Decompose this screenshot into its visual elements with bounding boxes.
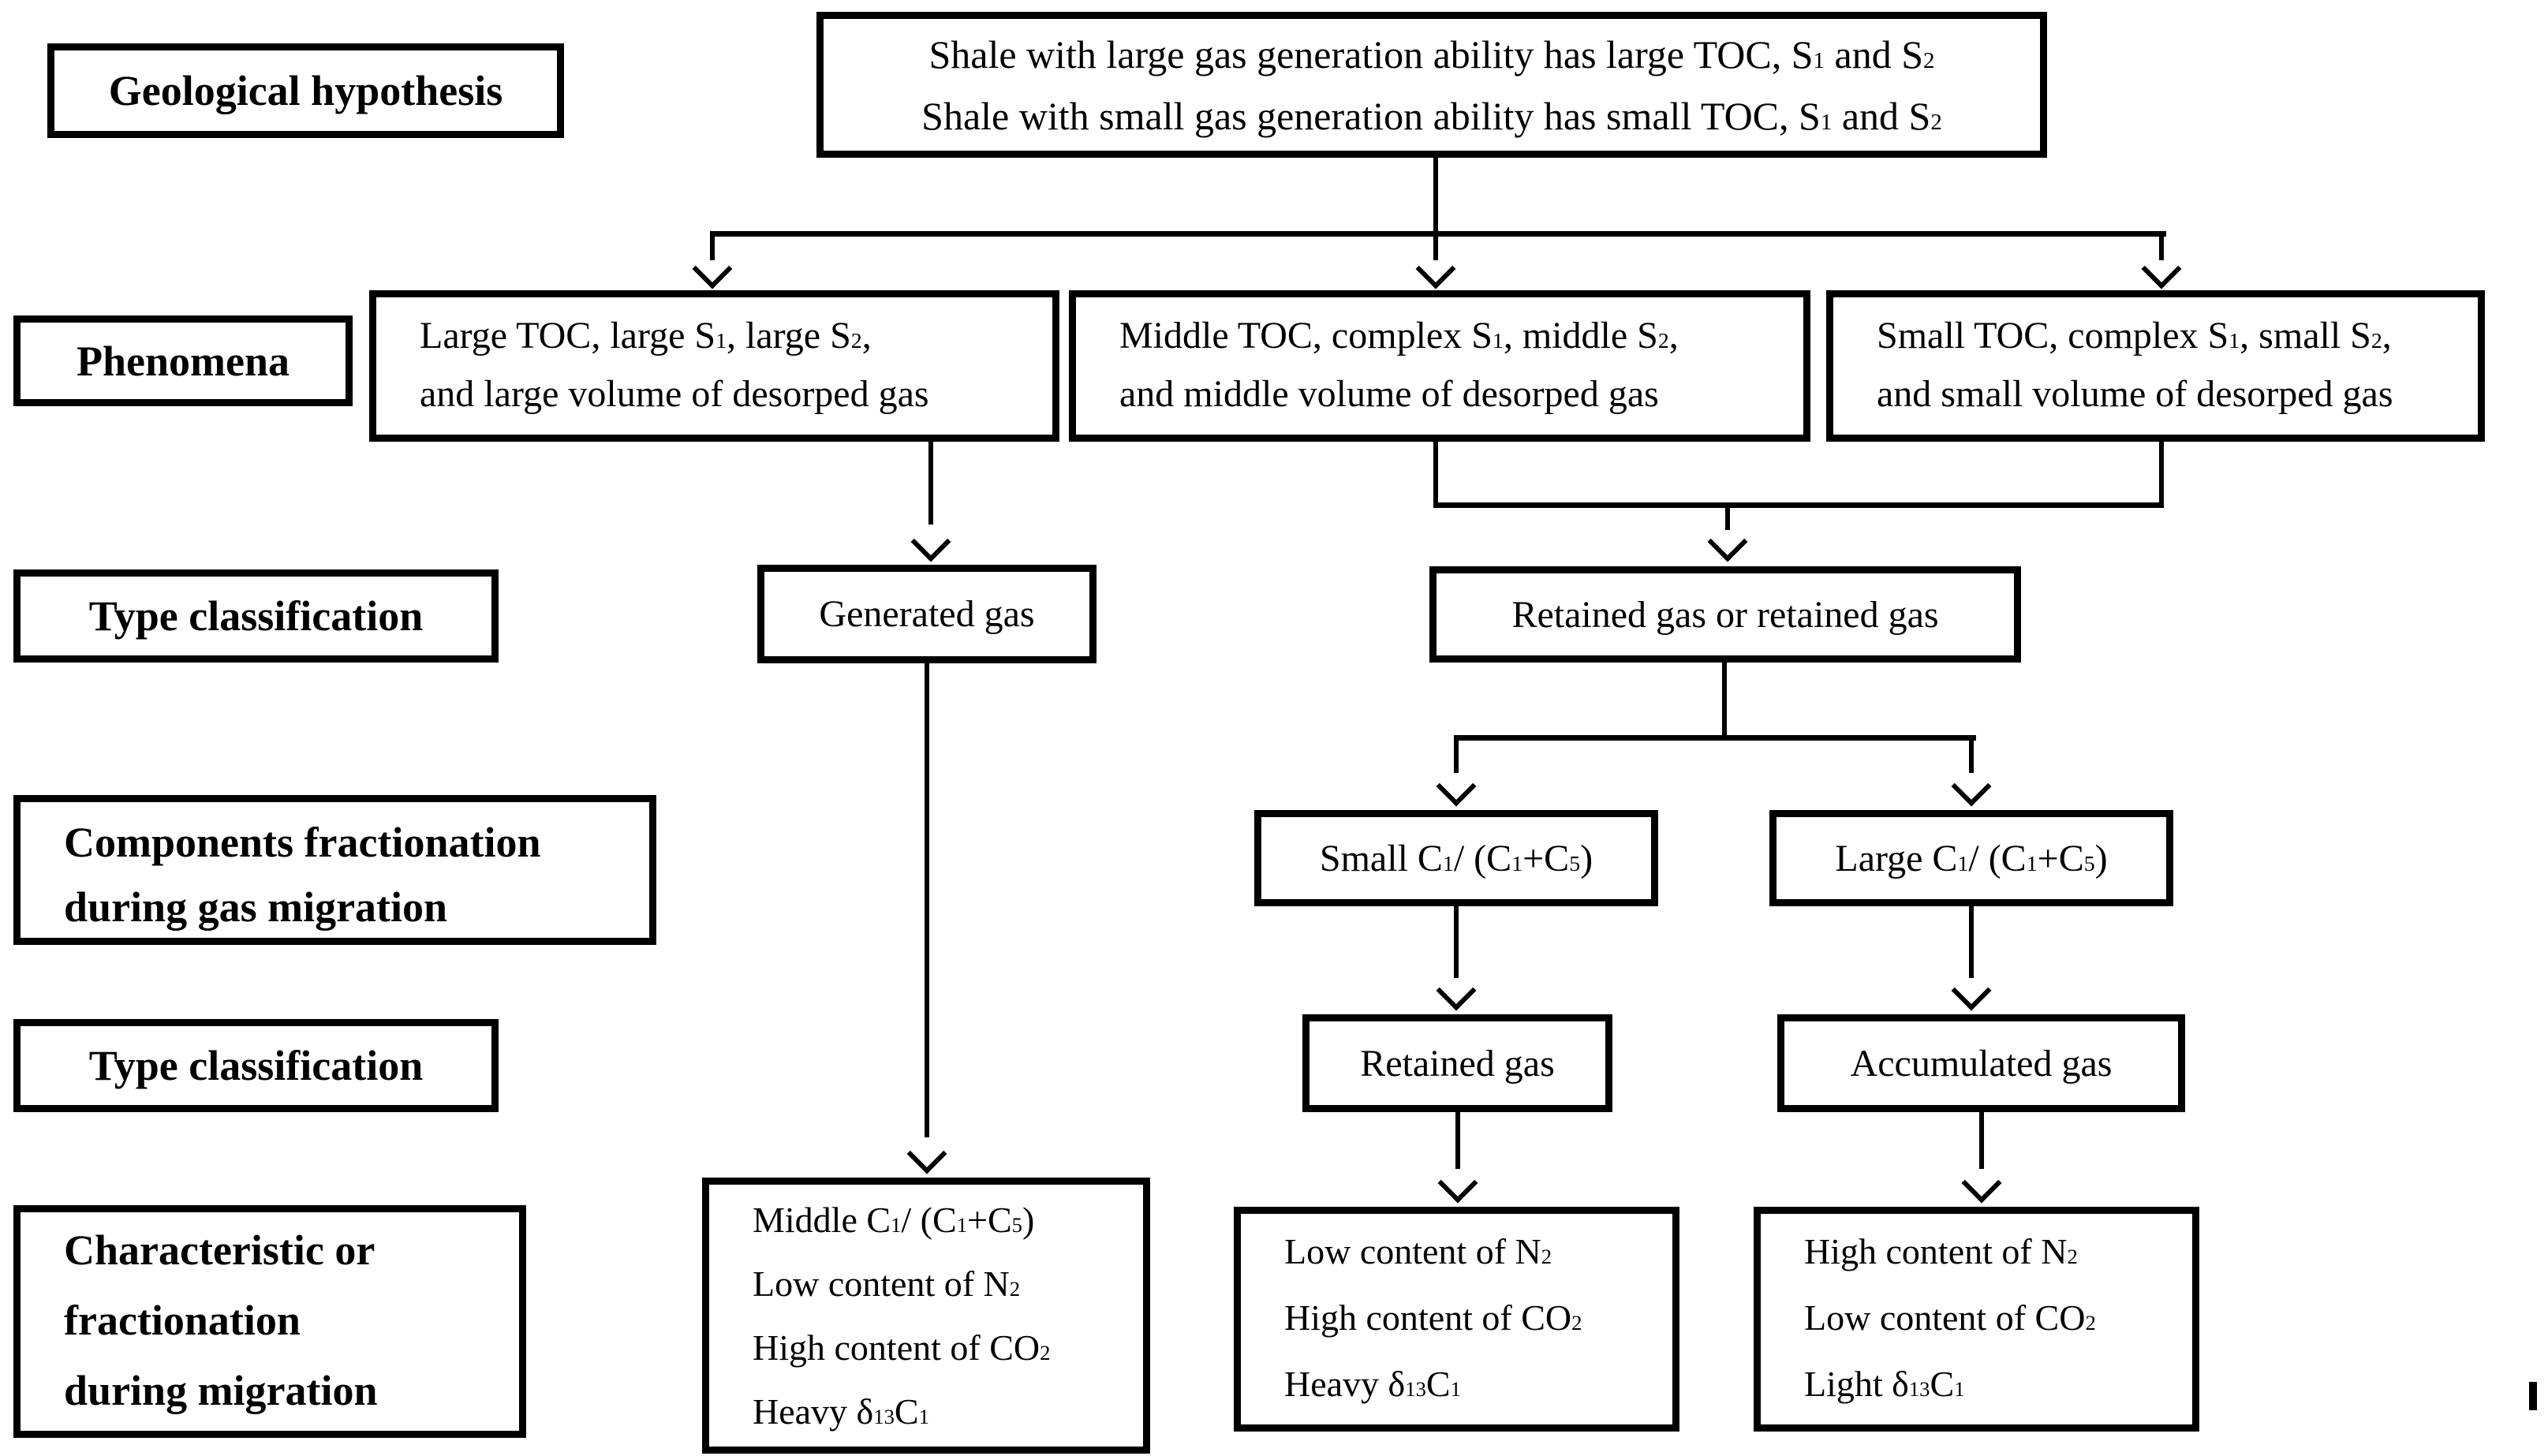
arrowhead-to-retained-gas [1436,970,1477,1011]
node-generated-gas: Generated gas [757,565,1097,663]
arrowhead-to-generated-gas [910,521,951,562]
row-label-line: Characteristic or [64,1226,375,1274]
row-label-line: fractionation [64,1297,301,1344]
connector-ratio-right-stem [1969,741,1974,773]
arrowhead-to-characteristic-accumulated [1961,1163,2002,1204]
connector-ratio-branch [1454,735,1976,741]
row-label-text: Type classification [88,592,424,640]
node-hypothesis: Shale with large gas generation ability … [816,12,2047,158]
connector-retained-down [1455,1112,1460,1169]
node-phenomena-large: Large TOC, large S1, large S2, and large… [369,290,1059,442]
connector-hypothesis-down [1433,158,1438,236]
node-text-line: Low content of CO2 [1804,1297,2096,1338]
node-text: Retained gas or retained gas [1511,593,1939,636]
row-label-geological-hypothesis: Geological hypothesis [47,43,564,138]
node-text-line: and small volume of desorped gas [1877,373,2393,415]
node-text-line: Shale with small gas generation ability … [921,94,1942,138]
node-retained-gas: Retained gas [1302,1014,1612,1112]
arrowhead-to-accumulated-gas [1951,970,1992,1011]
node-retained-or-retained: Retained gas or retained gas [1429,566,2021,663]
arrowhead-to-large-c1-ratio [1951,766,1992,807]
connector-branch-middle-stem [1433,237,1438,260]
node-text: Accumulated gas [1850,1042,2113,1085]
connector-large-ratio-down [1969,906,1974,978]
node-text-line: Middle TOC, complex S1, middle S2, [1119,315,1679,357]
connector-large-to-generated [928,442,933,525]
row-label-text: Geological hypothesis [108,67,503,114]
arrowhead-to-retained-or-retained [1707,521,1748,562]
node-phenomena-small: Small TOC, complex S1, small S2, and sma… [1826,290,2485,442]
node-text-line: Heavy δ13C1 [753,1391,929,1432]
connector-retained-or-down [1722,663,1727,741]
node-text-line: High content of CO2 [753,1327,1051,1368]
row-label-line: Components fractionation [64,819,541,866]
node-text-line: Light δ13C1 [1804,1364,1965,1404]
arrowhead-to-phenomena-large [692,248,733,289]
row-label-line: during gas migration [64,883,448,931]
row-label-phenomena: Phenomena [13,315,353,406]
connector-middle-down [1433,442,1438,508]
connector-accumulated-down [1979,1112,1984,1169]
node-text-line: Large TOC, large S1, large S2, [420,315,872,357]
node-text-line: Middle C1/ (C1+C5) [753,1200,1035,1240]
node-text-line: High content of CO2 [1284,1297,1582,1338]
node-text-line: Low content of N2 [753,1264,1021,1304]
node-text: Small C1/ (C1+C5) [1319,837,1593,879]
row-label-text: Phenomena [77,337,290,385]
arrowhead-to-phenomena-middle [1415,248,1456,289]
connector-small-ratio-down [1454,906,1459,978]
row-label-line: during migration [64,1367,378,1414]
node-large-c1-ratio: Large C1/ (C1+C5) [1769,810,2173,906]
node-characteristic-accumulated: High content of N2 Low content of CO2 Li… [1754,1207,2199,1432]
arrowhead-to-characteristic-generated [906,1133,947,1174]
node-characteristic-retained: Low content of N2 High content of CO2 He… [1234,1207,1679,1432]
row-label-type-classification-1: Type classification [13,569,499,663]
node-small-c1-ratio: Small C1/ (C1+C5) [1254,810,1658,906]
node-text-line: Small TOC, complex S1, small S2, [1877,315,2392,357]
arrowhead-to-characteristic-retained [1437,1163,1478,1204]
row-label-type-classification-2: Type classification [13,1019,499,1112]
row-label-text: Type classification [88,1042,424,1089]
connector-small-down [2159,442,2164,508]
node-characteristic-generated: Middle C1/ (C1+C5) Low content of N2 Hig… [702,1178,1150,1454]
node-text-line: High content of N2 [1804,1231,2078,1271]
node-text: Generated gas [819,593,1035,635]
arrowhead-to-phenomena-small [2141,248,2182,289]
connector-ratio-left-stem [1454,741,1459,773]
node-text: Retained gas [1360,1042,1555,1085]
node-text-line: Shale with large gas generation ability … [928,32,1935,77]
node-text-line: Low content of N2 [1284,1231,1552,1271]
node-text-line: Heavy δ13C1 [1284,1364,1461,1404]
arrowhead-to-small-c1-ratio [1436,766,1477,807]
connector-generated-to-characteristic [925,663,929,1137]
node-phenomena-middle: Middle TOC, complex S1, middle S2, and m… [1069,290,1810,442]
connector-branch-right-stem [2159,237,2164,260]
node-text-line: and large volume of desorped gas [420,373,929,415]
connector-join-stem [1725,508,1730,530]
connector-middle-small-join [1433,502,2164,508]
row-label-characteristic: Characteristic or fractionation during m… [13,1205,526,1438]
row-label-components-fractionation: Components fractionation during gas migr… [13,795,656,945]
connector-branch-left-stem [710,237,715,260]
connector-hypothesis-branch [710,231,2166,237]
node-text-line: and middle volume of desorped gas [1119,373,1659,415]
node-text: Large C1/ (C1+C5) [1835,837,2108,879]
scan-artifact-mark [2529,1382,2537,1410]
node-accumulated-gas: Accumulated gas [1777,1014,2185,1112]
